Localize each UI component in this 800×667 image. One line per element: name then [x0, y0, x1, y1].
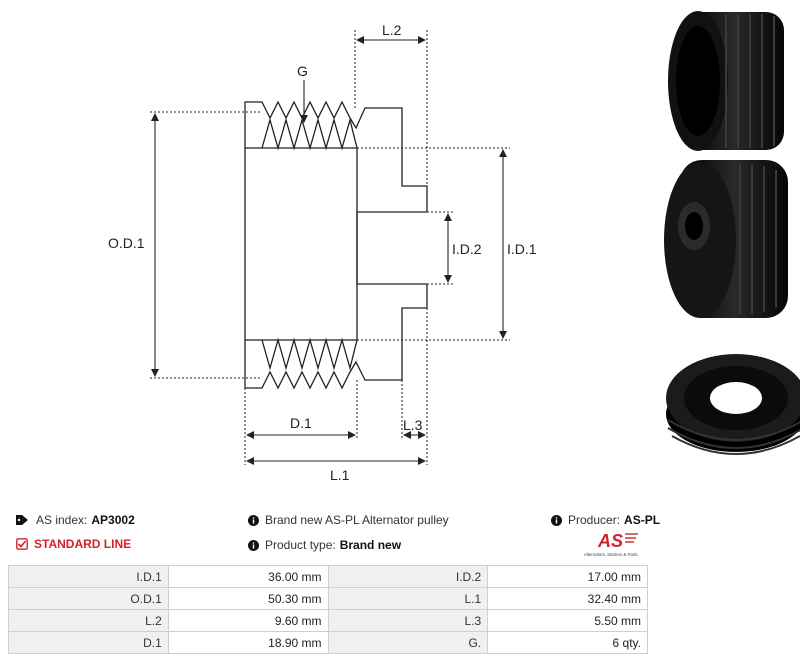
spec-value: 18.90 mm — [167, 631, 329, 654]
pulley-photo-bottom-icon — [666, 354, 800, 455]
label-l1: L.1 — [330, 467, 350, 483]
svg-text:Alternators, Starters & Parts: Alternators, Starters & Parts — [584, 552, 638, 557]
product-photos — [664, 11, 800, 455]
label-id1: I.D.1 — [507, 241, 537, 257]
pulley-outline-lower — [244, 283, 428, 390]
spec-key: O.D.1 — [8, 587, 169, 610]
producer-value: AS-PL — [624, 513, 661, 527]
spec-value: 5.50 mm — [487, 609, 648, 632]
spec-value: 32.40 mm — [487, 587, 648, 610]
spec-value: 9.60 mm — [167, 609, 329, 632]
producer-label: Producer: — [568, 513, 621, 527]
standard-line-row: STANDARD LINE — [16, 537, 131, 551]
svg-text:AS: AS — [597, 531, 623, 551]
pulley-photo-side-icon — [668, 11, 784, 151]
pulley-photo-front-icon — [664, 160, 788, 318]
as-pl-logo: AS Alternators, Starters & Parts — [584, 531, 638, 557]
checkbox-checked-icon — [16, 538, 28, 550]
as-index-row: AS index: AP3002 — [16, 513, 135, 527]
producer-row: Producer: AS-PL — [551, 513, 660, 527]
table-row: L.2 9.60 mm L.3 5.50 mm — [8, 609, 648, 632]
info-icon — [248, 514, 259, 526]
spec-value: 6 qty. — [487, 631, 648, 654]
label-l2: L.2 — [382, 22, 402, 38]
specs-table: I.D.1 36.00 mm I.D.2 17.00 mm O.D.1 50.3… — [8, 565, 648, 654]
spec-key: I.D.2 — [327, 565, 489, 588]
label-od1: O.D.1 — [108, 235, 145, 251]
spec-key: L.2 — [8, 609, 169, 632]
description-text: Brand new AS-PL Alternator pulley — [265, 513, 449, 527]
description-row: Brand new AS-PL Alternator pulley — [248, 513, 449, 527]
spec-key: L.1 — [327, 587, 489, 610]
info-icon — [551, 514, 562, 526]
technical-drawing: L.2 G O.D.1 I.D.2 I.D.1 D.1 L.3 L.1 — [108, 22, 537, 483]
standard-line-label: STANDARD LINE — [34, 537, 132, 551]
product-type-row: Product type: Brand new — [248, 538, 401, 552]
info-icon — [248, 539, 259, 551]
table-row: D.1 18.90 mm G. 6 qty. — [8, 631, 648, 654]
label-g: G — [297, 63, 308, 79]
as-index-label: AS index: — [36, 513, 88, 527]
spec-key: D.1 — [8, 631, 169, 654]
product-type-label: Product type: — [265, 538, 336, 552]
pulley-outline-upper — [244, 100, 428, 213]
label-l3: L.3 — [403, 417, 423, 433]
table-row: I.D.1 36.00 mm I.D.2 17.00 mm — [8, 565, 648, 588]
spec-key: G. — [327, 631, 489, 654]
spec-value: 50.30 mm — [167, 587, 329, 610]
label-id2: I.D.2 — [452, 241, 482, 257]
label-d1: D.1 — [290, 415, 312, 431]
as-index-value: AP3002 — [91, 513, 135, 527]
spec-key: L.3 — [327, 609, 489, 632]
spec-value: 17.00 mm — [487, 565, 648, 588]
spec-value: 36.00 mm — [167, 565, 329, 588]
tags-icon — [16, 515, 28, 525]
product-type-value: Brand new — [339, 538, 402, 552]
spec-key: I.D.1 — [8, 565, 169, 588]
table-row: O.D.1 50.30 mm L.1 32.40 mm — [8, 587, 648, 610]
